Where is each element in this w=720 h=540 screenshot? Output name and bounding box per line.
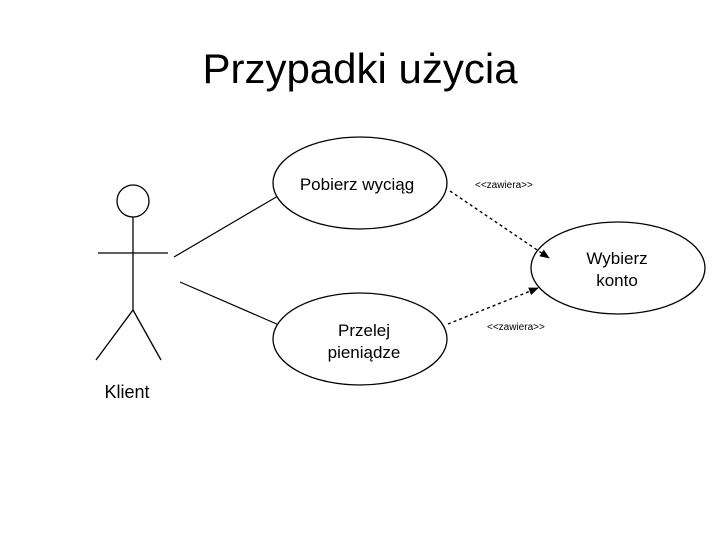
association-klient-pobierz (173, 195, 279, 258)
use-case-ellipse (530, 221, 706, 315)
use-case-label-line1: Przelej (338, 321, 390, 340)
include-arrow-pobierz-wybierz (449, 190, 550, 259)
use-case-przelej-pieniadze: Przelej pieniądze (272, 292, 448, 386)
include-label-top: <<zawiera>> (475, 180, 533, 191)
actor-klient: Klient (95, 184, 168, 402)
include-arrow-przelej-wybierz (447, 287, 539, 325)
use-case-label: Pobierz wyciąg (300, 175, 414, 194)
use-case-ellipse (272, 136, 448, 230)
use-case-wybierz-konto: Wybierz konto (530, 221, 706, 315)
actor-left-leg (95, 309, 134, 361)
association-klient-przelej (179, 281, 280, 326)
actor-right-leg (132, 309, 162, 361)
use-case-pobierz-wyciag: Pobierz wyciąg (272, 136, 448, 230)
slide-title: Przypadki użycia (202, 45, 518, 92)
use-case-label-line1: Wybierz (586, 249, 647, 268)
include-label-bottom: <<zawiera>> (487, 322, 545, 333)
actor-head (116, 184, 150, 218)
use-case-label-line2: pieniądze (328, 343, 401, 362)
use-case-ellipse (272, 292, 448, 386)
use-case-label-line2: konto (596, 271, 638, 290)
actor-label: Klient (104, 382, 149, 402)
